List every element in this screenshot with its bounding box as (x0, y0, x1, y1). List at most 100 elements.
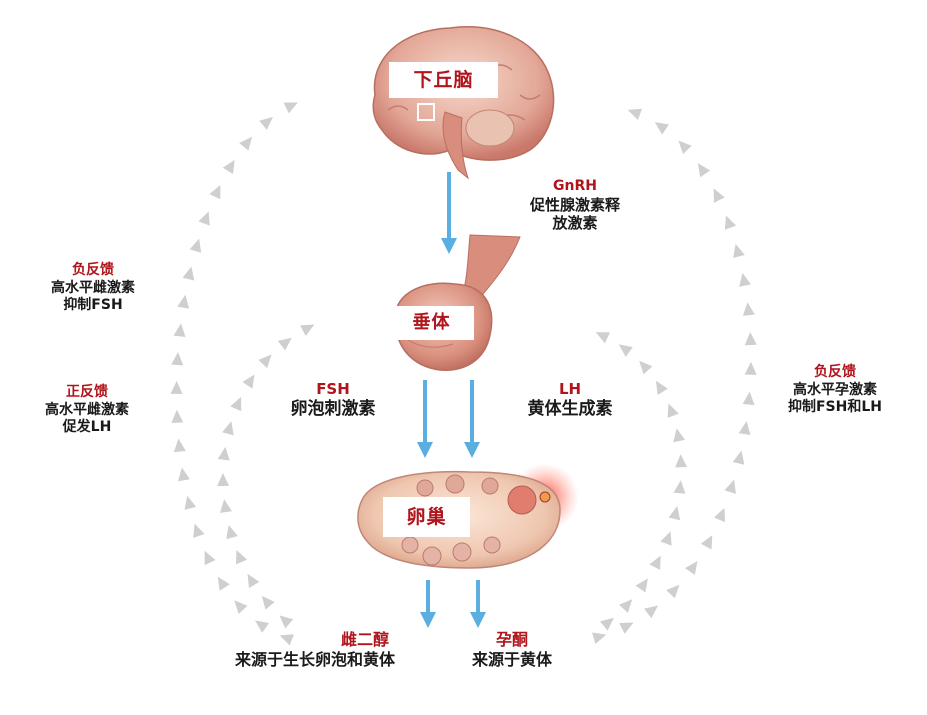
outer-right-loop-arrowhead (678, 140, 692, 155)
progesterone-desc: 来源于黄体 (471, 650, 552, 669)
outer-right-loop-arrowhead (666, 584, 680, 599)
inner-right-loop-arrowhead (660, 531, 672, 546)
inner-left-loop-arrowhead (219, 499, 232, 513)
outer-right-loop-arrowhead (724, 479, 736, 494)
outer-right-loop-arrowhead (685, 560, 698, 576)
outer-left-loop-arrowhead (209, 184, 221, 200)
inner-right-loop-arrowhead (673, 428, 686, 443)
outer-left-loop-arrowhead (178, 467, 190, 482)
inner-left-loop-arrowhead (236, 550, 248, 565)
outer-right-loop-arrowhead (644, 605, 659, 619)
outer-left-loop-arrowhead (279, 634, 294, 646)
inner-right-loop-arrowhead (635, 578, 648, 593)
outer-left-loop-arrowhead (193, 523, 205, 538)
inner-left-loop-arrowhead (222, 421, 234, 436)
brain-illustration (372, 26, 555, 180)
inner-left-loop-arrowhead (258, 354, 272, 369)
inner-right-loop-arrowhead (667, 403, 679, 418)
gnrh-desc-line1: 促性腺激素释 (529, 195, 620, 214)
inner-left-loop-arrowhead (242, 374, 255, 389)
inner-left-loop-arrowhead (217, 446, 230, 461)
outer-right-loop-arrowhead (742, 302, 755, 316)
outer-right-loop-arrowhead (733, 243, 745, 258)
inner-right-loop-arrowhead (619, 599, 633, 613)
outer-left-loop-arrowhead (184, 495, 197, 510)
outer-left-loop-arrowhead (222, 159, 235, 175)
ovary-label: 卵巢 (383, 497, 470, 537)
left-negative-title: 负反馈 (72, 262, 114, 278)
fsh-name: FSH (316, 380, 350, 398)
inner-left-loop-arrowhead (247, 573, 260, 589)
outer-right-loop-arrowhead (744, 361, 757, 375)
outer-left-loop-arrowhead (171, 409, 184, 424)
right-negative-line2: 抑制FSH和LH (787, 399, 882, 415)
right-negative-feedback: 负反馈 高水平孕激素 抑制FSH和LH (760, 364, 910, 417)
outer-left-loop-arrowhead (189, 238, 202, 253)
outer-right-loop-arrowhead (654, 122, 669, 135)
inner-left-loop-arrowhead (217, 473, 230, 487)
outer-left-loop-arrowhead (217, 576, 230, 591)
pituitary-illustration (394, 234, 521, 371)
outer-left-loop-arrowhead (283, 102, 298, 114)
outer-left-loop-arrowhead (173, 438, 186, 453)
fsh-desc: 卵泡刺激素 (290, 398, 376, 419)
outer-right-loop-arrowhead (732, 450, 745, 465)
left-negative-feedback: 负反馈 高水平雌激素 抑制FSH (18, 262, 168, 315)
estradiol-name: 雌二醇 (340, 630, 389, 649)
outer-right-loop-arrowhead (592, 632, 607, 645)
inner-right-loop-arrowhead (675, 454, 688, 468)
inner-left-loop-arrowhead (261, 595, 275, 610)
outer-right-loop-arrowhead (700, 535, 713, 550)
inner-left-loop-arrowhead (279, 615, 294, 629)
blue-arrows (417, 172, 486, 628)
outer-right-loop-arrowhead (627, 108, 643, 121)
outer-right-loop-arrowhead (742, 391, 755, 406)
inner-right-loop-arrowhead (649, 555, 661, 570)
hypothalamus-label: 下丘脑 (389, 62, 498, 98)
progesterone-name: 孕酮 (495, 630, 528, 649)
outer-left-loop-arrowhead (254, 620, 270, 633)
lh-block: LH 黄体生成素 (505, 380, 635, 420)
left-positive-line2: 促发LH (62, 419, 112, 435)
fsh-block: FSH 卵泡刺激素 (268, 380, 398, 420)
left-positive-feedback: 正反馈 高水平雌激素 促发LH (12, 384, 162, 437)
left-negative-line2: 抑制FSH (63, 297, 123, 313)
estradiol-block: 雌二醇 来源于生长卵泡和黄体 (195, 630, 435, 670)
inner-left-loop-arrowhead (226, 525, 238, 540)
outer-left-loop-arrowhead (171, 352, 184, 366)
progesterone-block: 孕酮 来源于黄体 (452, 630, 572, 670)
inner-left-loop-arrowhead (300, 324, 315, 336)
inner-right-loop-arrowhead (639, 360, 653, 375)
right-negative-title: 负反馈 (814, 364, 856, 380)
gnrh-name: GnRH (553, 178, 597, 194)
outer-left-loop-arrowhead (182, 266, 195, 281)
outer-right-loop-arrowhead (724, 215, 737, 230)
inner-right-loop-arrowhead (655, 380, 668, 395)
lh-desc: 黄体生成素 (527, 398, 613, 419)
outer-left-loop-arrowhead (170, 380, 183, 394)
outer-right-loop-arrowhead (744, 332, 757, 346)
estradiol-desc: 来源于生长卵泡和黄体 (234, 650, 395, 669)
outer-right-loop-arrowhead (697, 163, 711, 178)
outer-left-loop-arrowhead (173, 323, 186, 337)
inner-right-loop-arrowhead (618, 344, 633, 357)
gnrh-block: GnRH 促性腺激素释 放激素 (500, 178, 650, 233)
outer-left-loop-arrowhead (234, 600, 248, 614)
outer-left-loop-arrowhead (198, 211, 210, 226)
inner-left-loop-arrowhead (277, 337, 292, 351)
left-positive-title: 正反馈 (66, 384, 108, 400)
outer-right-loop-arrowhead (739, 272, 751, 287)
left-positive-line1: 高水平雌激素 (45, 401, 129, 418)
outer-right-loop-arrowhead (713, 507, 726, 523)
outer-right-loop-arrowhead (713, 188, 725, 203)
outer-left-loop-arrowhead (177, 294, 190, 309)
outer-left-loop-arrowhead (239, 136, 253, 151)
inner-right-loop-arrowhead (673, 480, 686, 494)
inner-right-loop-arrowhead (600, 617, 614, 631)
outer-right-loop-arrowhead (619, 622, 634, 634)
inner-left-loop-arrowhead (230, 396, 242, 412)
left-negative-line1: 高水平雌激素 (51, 279, 135, 296)
inner-right-loop-arrowhead (668, 506, 681, 521)
